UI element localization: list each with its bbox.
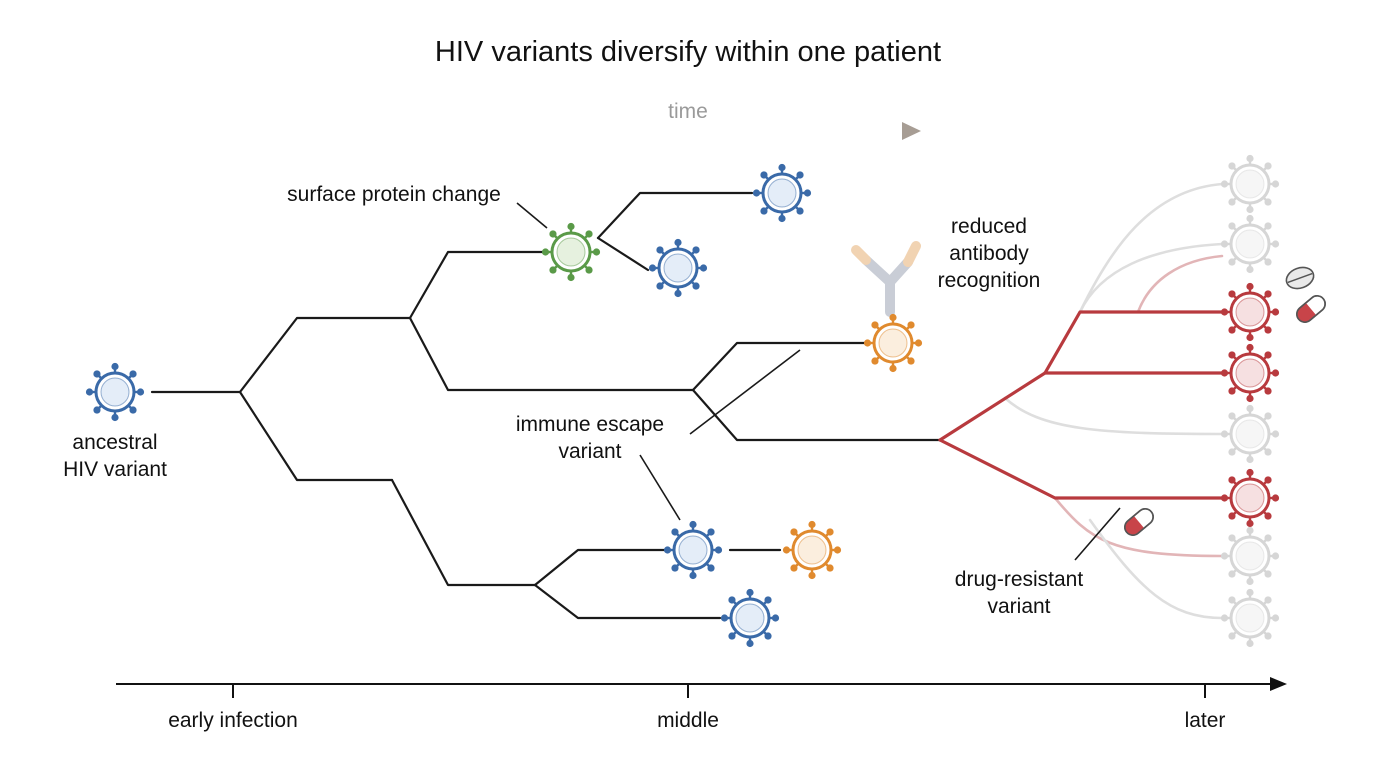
virus-icon bbox=[863, 313, 923, 373]
diagram-title: HIV variants diversify within one patien… bbox=[435, 36, 941, 68]
virus-icon bbox=[648, 238, 708, 298]
immune-escape-label-line2: variant bbox=[558, 440, 621, 463]
antibody-icon bbox=[851, 241, 921, 317]
immune-escape-label-line1: immune escape bbox=[516, 413, 664, 436]
virus-icon bbox=[1220, 588, 1280, 648]
surface-protein-label: surface protein change bbox=[287, 183, 501, 206]
pill-icon bbox=[1285, 266, 1315, 290]
antibody-label-line3: recognition bbox=[938, 269, 1041, 292]
virus-icon bbox=[1220, 282, 1280, 342]
virus-icon bbox=[85, 362, 145, 422]
virus-icon bbox=[1220, 343, 1280, 403]
virus-icon bbox=[752, 163, 812, 223]
drug-resistant-lineage bbox=[938, 310, 1224, 500]
virus-icon bbox=[1220, 154, 1280, 214]
phylogenetic-tree bbox=[150, 191, 942, 620]
axis-tick-early: early infection bbox=[168, 709, 298, 732]
capsule-icon bbox=[1124, 508, 1154, 536]
antibody-label-line1: reduced bbox=[951, 215, 1027, 238]
time-axis: early infection middle later bbox=[116, 677, 1287, 732]
virus-layer bbox=[85, 154, 1280, 648]
axis-tick-middle: middle bbox=[657, 709, 719, 732]
virus-icon bbox=[720, 588, 780, 648]
axis-tick-later: later bbox=[1185, 709, 1226, 732]
drug-resistant-label-line1: drug-resistant bbox=[955, 568, 1084, 591]
virus-icon bbox=[782, 520, 842, 580]
time-arrow: time bbox=[460, 100, 921, 140]
virus-icon bbox=[1220, 214, 1280, 274]
virus-icon bbox=[1220, 468, 1280, 528]
virus-icon bbox=[1220, 526, 1280, 586]
leader-lines bbox=[516, 202, 1121, 561]
ancestral-label-line2: HIV variant bbox=[63, 458, 167, 481]
virus-icon bbox=[663, 520, 723, 580]
virus-icon bbox=[541, 222, 601, 282]
time-label: time bbox=[668, 100, 708, 123]
ancestral-label-line1: ancestral bbox=[72, 431, 157, 454]
virus-icon bbox=[1220, 404, 1280, 464]
capsule-icon bbox=[1296, 295, 1326, 323]
antibody-label-line2: antibody bbox=[949, 242, 1029, 265]
drug-resistant-label-line2: variant bbox=[987, 595, 1050, 618]
faded-lineages bbox=[1003, 182, 1224, 620]
